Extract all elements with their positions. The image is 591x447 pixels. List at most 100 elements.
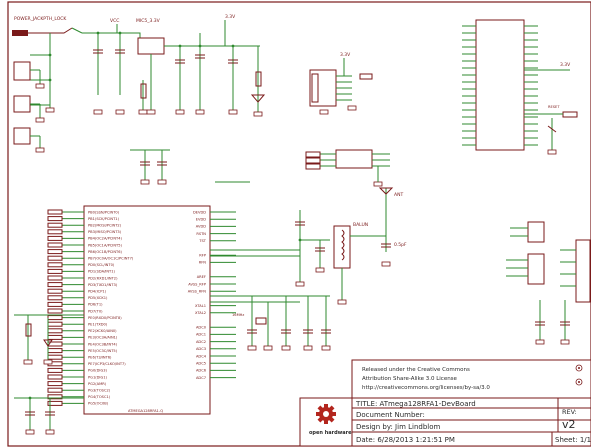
net-label-tag	[47, 374, 63, 380]
crystal-section: 16MHz	[210, 295, 331, 351]
mcu-pin-label: PG4(TOSC1)	[88, 395, 111, 399]
mcu-pin-label: AVDD	[196, 225, 206, 229]
net-label-tag	[47, 255, 63, 261]
mcu-pin-label: RSTN	[196, 232, 206, 236]
mcu-pin-label: DEVDD	[193, 210, 206, 214]
license-line-1: Released under the Creative Commons	[362, 367, 470, 373]
crystal	[255, 317, 267, 325]
mcu-pin-label: PG0(DIG3)	[88, 369, 108, 373]
net-label-tag	[47, 235, 63, 241]
mcu-pin-label: PB4(OC2A/PCINT4)	[88, 237, 123, 241]
jumper-j2	[13, 95, 31, 113]
mcu-pin-label: PE6(T3/INT6)	[88, 356, 112, 360]
mcu-pin-label: PB5(OC1A/PCINT5)	[88, 243, 123, 247]
net-label-tag	[47, 229, 63, 235]
rail-3v3-header: 3.3V	[560, 62, 571, 68]
header-block: 3.3V RESET	[462, 19, 578, 155]
net-label-tag	[47, 301, 63, 307]
mcu-pin-label: ADC2	[196, 340, 206, 344]
mcu-pin-label: PD2(RXD1/INT2)	[88, 276, 118, 280]
mcu-pin-label: ADC0	[196, 326, 207, 330]
mcu-pin-label: XTAL2	[195, 311, 206, 315]
net-label-tag	[47, 387, 63, 393]
net-label-tag	[47, 282, 63, 288]
mcu-pin-label: PD5(XCK1)	[88, 296, 108, 300]
mcu-pin-label: PD3(TXD1/INT3)	[88, 283, 118, 287]
net-label-tag	[47, 400, 63, 406]
hole-icon	[575, 378, 583, 386]
net-label-tag	[47, 321, 63, 327]
mcu-pin-label: PG5(OC0B)	[88, 402, 109, 406]
mcu-pin-label: EVDD	[196, 218, 206, 222]
reset-label: RESET	[548, 105, 560, 109]
mcu-pin-label: ADC7	[196, 376, 206, 380]
led-icon	[43, 339, 53, 347]
mcu-pin-label: PG1(DIG1)	[88, 375, 108, 379]
antenna-icon	[378, 187, 394, 195]
designer: Design by: Jim Lindblom	[356, 423, 441, 431]
revision-value: v2	[562, 418, 576, 431]
jumper-j3	[13, 127, 31, 145]
title-block: TITLE: ATmega128RFA1-DevBoard Document N…	[299, 397, 591, 447]
net-label-tag	[47, 308, 63, 314]
hole-icon	[575, 364, 583, 372]
mcu-pin-label: PD4(ICP1)	[88, 290, 107, 294]
license-block: Released under the Creative Commons Attr…	[351, 359, 591, 399]
mcu-pin-label: PE3(OC3A/AIN1)	[88, 336, 118, 340]
net-label-tag	[47, 262, 63, 268]
mcu-pin-label: PB6(OC1B/PCINT6)	[88, 250, 123, 254]
mcu-pin-label: PE1(TXD0)	[88, 323, 108, 327]
logo-text: open hardware	[309, 430, 352, 436]
antenna-label: ANT	[394, 192, 403, 198]
net-label-tag	[47, 249, 63, 255]
net-label-tag	[47, 216, 63, 222]
net-label-tag	[47, 394, 63, 400]
document-number: Document Number:	[356, 411, 425, 419]
mcu-pin-label: ADC6	[196, 369, 207, 373]
mcu-pin-label: PB2(MOSI/PCINT2)	[88, 224, 122, 228]
mcu-body	[83, 205, 211, 415]
net-label-tag	[47, 209, 63, 215]
mcu-pin-label: AVSS_RFN	[188, 290, 207, 294]
mcu-pin-label: PE0(RXD0/PCINT8)	[88, 316, 122, 320]
mcu-pin-label: PE7(ICP3/CLKO/INT7)	[88, 362, 126, 366]
net-label-tag	[47, 328, 63, 334]
mcu-pin-label: PG3(TOSC2)	[88, 389, 111, 393]
mcu-pin-label: AVSS_RFP	[188, 282, 207, 286]
rf-section: BALUN ANT 0.5pF	[210, 187, 407, 305]
mcu-part-label: ATMEGA128RFA1-Q	[128, 409, 163, 413]
mcu-pin-label: ADC1	[196, 333, 206, 337]
jumper-j1	[13, 61, 31, 81]
regulator-label: MIC5_3.3V	[136, 18, 161, 24]
mcu-pin-label: PE4(OC3B/INT4)	[88, 342, 118, 346]
mcu-pin-label: PD7(T0)	[88, 309, 103, 313]
license-line-3: http://creativecommons.org/licenses/by-s…	[362, 385, 490, 391]
net-label-tag	[47, 242, 63, 248]
led-section	[14, 314, 84, 435]
revision-label: REV:	[562, 408, 577, 416]
net-label-tag	[47, 354, 63, 360]
net-label-tag	[47, 295, 63, 301]
right-headers	[506, 221, 591, 345]
license-line-2: Attribution Share-Alike 3.0 License	[362, 376, 458, 382]
net-label-tag	[47, 315, 63, 321]
rail-3v3-ftdi: 3.3V	[340, 52, 351, 58]
mcu-pin-label: XTAL1	[195, 304, 206, 308]
mcu-pin-label: PB3(MISO/PCINT3)	[88, 230, 122, 234]
power-section: POWER_JACKPTH_LOCK VCC MIC5_3.3V	[12, 14, 266, 153]
mcu-pin-label: PB7(OC0A/OC1C/PCINT7)	[88, 257, 134, 261]
mcu-pin-label: PE5(OC3C/INT5)	[88, 349, 118, 353]
mcu-pin-label: ADC4	[196, 354, 207, 358]
net-label-tag	[47, 348, 63, 354]
mcu-pin-label: PB1(SCK/PCINT1)	[88, 217, 120, 221]
mcu-pin-label: PE2(XCK0/AIN0)	[88, 329, 117, 333]
mcu-pin-label: PD0(SCL/INT0)	[88, 263, 115, 267]
date: Date: 6/28/2013 1:21:51 PM	[356, 436, 455, 444]
mcu-pin-label: PD1(SDA/INT1)	[88, 270, 116, 274]
net-label-tag	[47, 367, 63, 373]
mcu-pin-label: PB0(SSN/PCINT0)	[88, 210, 120, 214]
net-label-tag	[47, 334, 63, 340]
voltage-regulator	[137, 37, 165, 55]
power-jack-label: POWER_JACKPTH_LOCK	[14, 16, 67, 22]
